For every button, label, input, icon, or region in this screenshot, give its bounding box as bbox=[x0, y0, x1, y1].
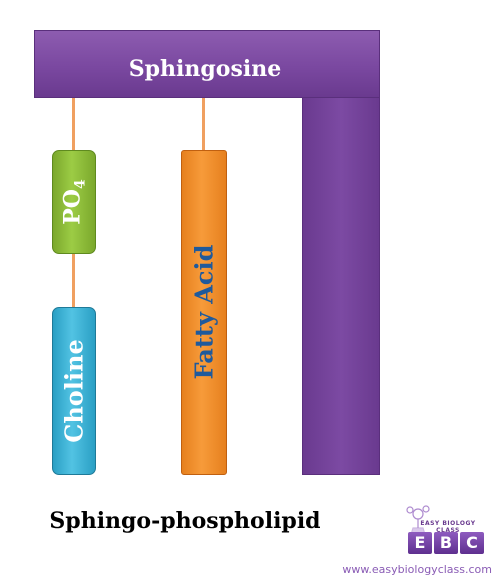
fatty-acid-block bbox=[181, 150, 227, 475]
logo-arc-text: EASY BIOLOGY CLASS bbox=[420, 520, 476, 534]
diagram-caption: Sphingo-phospholipid bbox=[49, 508, 321, 534]
phosphate-label-text: PO bbox=[59, 189, 86, 225]
phosphate-subscript: 4 bbox=[72, 179, 89, 190]
connector-sphingosine-fatty-acid bbox=[202, 98, 205, 150]
connector-sphingosine-po4 bbox=[72, 98, 75, 150]
logo-url[interactable]: www.easybiologyclass.com bbox=[342, 563, 492, 576]
logo-letter-e: E bbox=[408, 532, 432, 554]
logo-letter-b: B bbox=[434, 532, 458, 554]
logo-letters: E B C bbox=[408, 532, 484, 554]
choline-block bbox=[52, 307, 96, 475]
sphingosine-horizontal-bar bbox=[34, 30, 380, 98]
logo-letter-c: C bbox=[460, 532, 484, 554]
sphingosine-vertical-bar bbox=[302, 30, 380, 475]
phosphate-label: PO4 bbox=[59, 179, 88, 224]
choline-label: Choline bbox=[59, 339, 89, 443]
fatty-acid-label: Fatty Acid bbox=[189, 244, 219, 380]
connector-po4-choline bbox=[72, 254, 75, 307]
sphingosine-label: Sphingosine bbox=[128, 56, 282, 82]
phosphate-block bbox=[52, 150, 96, 254]
